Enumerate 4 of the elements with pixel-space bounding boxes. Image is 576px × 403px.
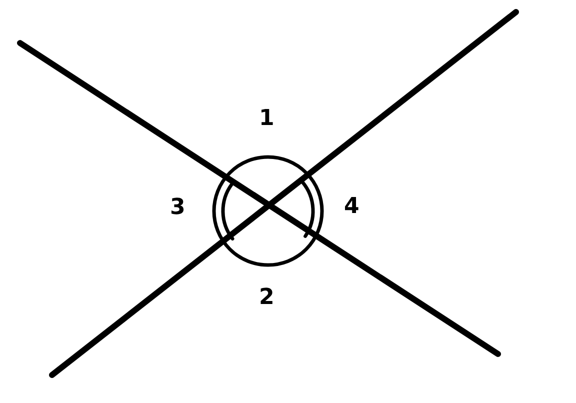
angle-label: 1 xyxy=(259,108,274,130)
angle-label: 3 xyxy=(170,197,186,219)
angle-label: 2 xyxy=(259,287,274,309)
angle-label: 4 xyxy=(344,196,360,218)
